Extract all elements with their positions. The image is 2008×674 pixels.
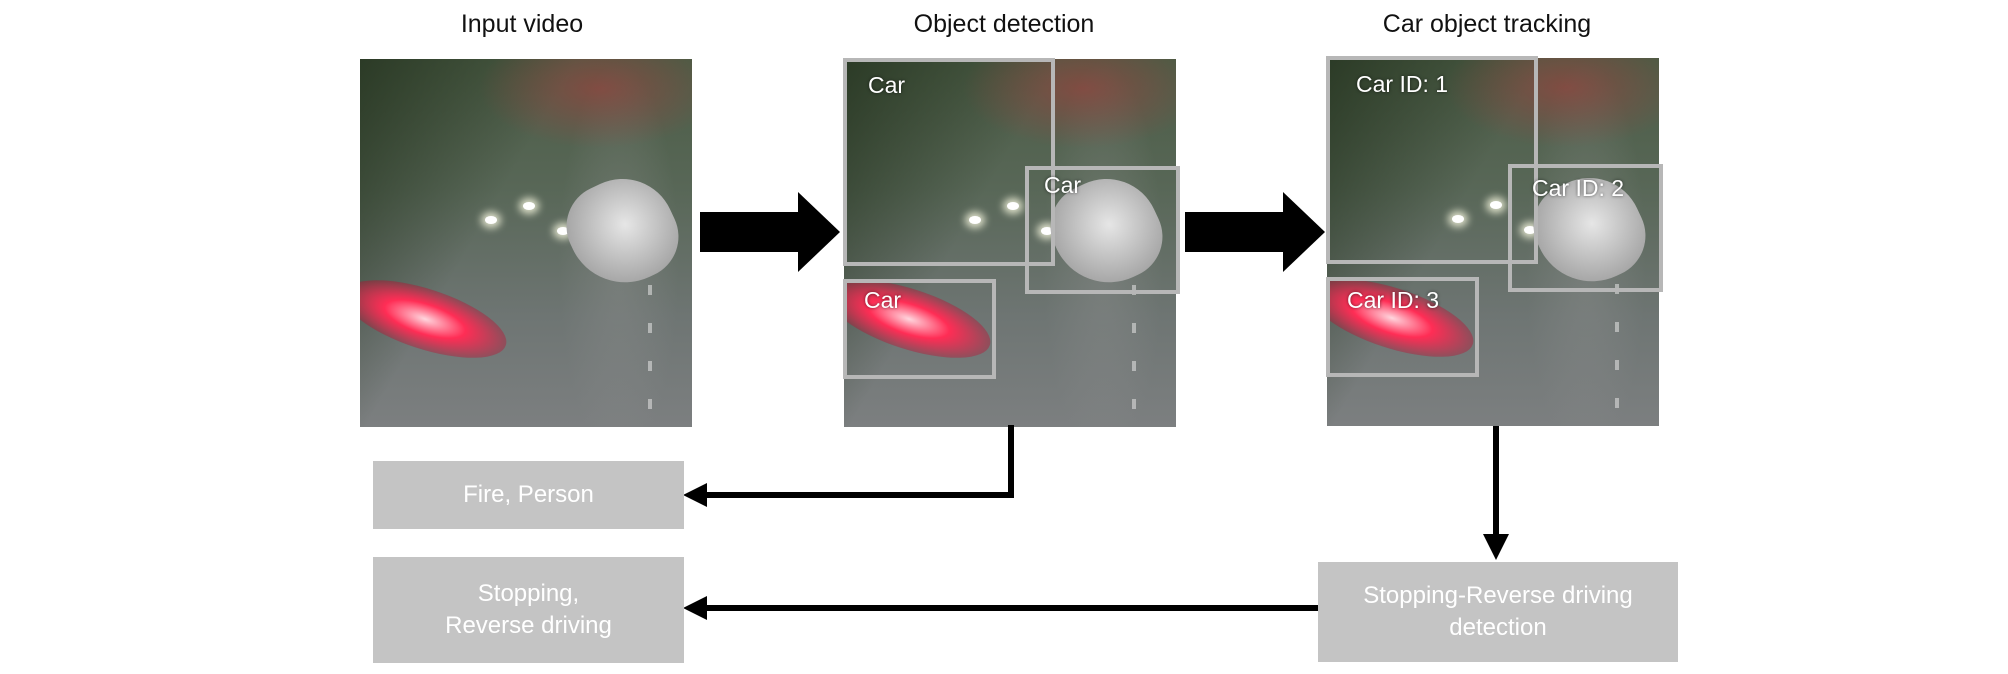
connector-tracking-down	[1493, 426, 1499, 535]
detection-label-1: Car	[868, 72, 906, 98]
tracking-frame	[1327, 58, 1659, 426]
arrow-body-2	[1185, 212, 1285, 252]
light-2	[1007, 202, 1019, 210]
tracking-bbox-1	[1326, 56, 1538, 264]
light-1	[485, 216, 497, 224]
tunnel-lights	[1327, 58, 1659, 426]
arrow-body-1	[700, 212, 800, 252]
tracking-bbox-2	[1508, 164, 1663, 292]
detection-bbox-3	[843, 279, 996, 379]
light-3	[1524, 226, 1536, 234]
light-1	[1452, 215, 1464, 223]
light-3	[1041, 227, 1053, 235]
light-1	[969, 216, 981, 224]
connector-bottom-left	[705, 605, 1318, 611]
light-3	[557, 227, 569, 235]
arrowhead-to-stopping	[683, 596, 707, 620]
title-car-object-tracking: Car object tracking	[1382, 10, 1592, 38]
detection-label-3: Car	[864, 287, 902, 313]
stopping-reverse-box: Stopping, Reverse driving	[373, 557, 684, 663]
lane-marks	[1615, 208, 1619, 426]
arrowhead-to-detection-box	[1483, 534, 1509, 560]
input-video-frame	[360, 59, 692, 427]
tunnel-lights	[844, 59, 1176, 427]
detection-box-line2: detection	[1449, 614, 1547, 641]
tunnel-lights	[360, 59, 692, 427]
stopping-reverse-detection-box: Stopping-Reverse driving detection	[1318, 562, 1678, 662]
light-2	[523, 202, 535, 210]
detection-label-2: Car	[1044, 172, 1082, 198]
fire-person-box: Fire, Person	[373, 461, 684, 529]
detection-bbox-2	[1025, 166, 1180, 294]
lane-marks	[1132, 209, 1136, 427]
arrowhead-to-fire-person	[683, 483, 707, 507]
tracking-bbox-3	[1326, 277, 1479, 377]
title-object-detection: Object detection	[913, 10, 1095, 38]
arrow-head-1	[798, 192, 840, 272]
detection-frame	[844, 59, 1176, 427]
detection-box-line1: Stopping-Reverse driving	[1363, 581, 1633, 609]
stopping-box-line1: Stopping,	[477, 579, 580, 607]
tracking-label-3: Car ID: 3	[1347, 287, 1440, 313]
title-input-video: Input video	[460, 10, 584, 38]
detection-bbox-1	[843, 58, 1055, 266]
connector-detection-left	[705, 492, 1014, 498]
arrow-head-2	[1283, 192, 1325, 272]
lane-marks	[648, 209, 652, 427]
stopping-box-line2: Reverse driving	[445, 612, 612, 639]
tracking-label-2: Car ID: 2	[1532, 175, 1625, 201]
connector-detection-down	[1008, 425, 1014, 498]
light-2	[1490, 201, 1502, 209]
tracking-label-1: Car ID: 1	[1356, 71, 1449, 97]
